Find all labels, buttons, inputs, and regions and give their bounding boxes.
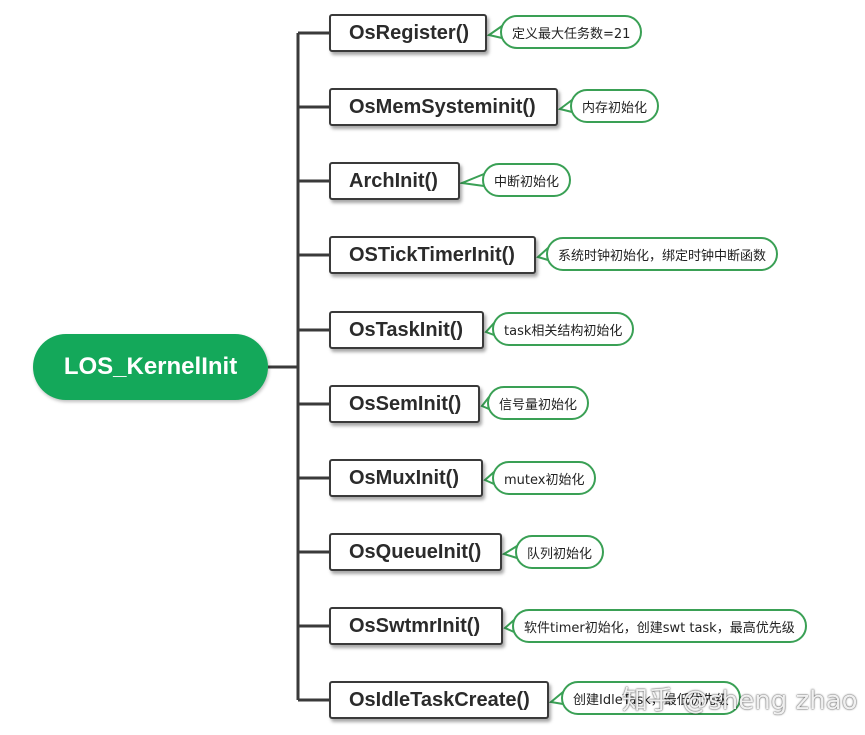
note-os-queue-init: 队列初始化 xyxy=(515,535,605,569)
node-os-sem-init: OsSemInit() xyxy=(329,385,480,423)
root-node: LOS_KernelInit xyxy=(33,334,268,400)
node-os-queue-init: OsQueueInit() xyxy=(329,533,502,571)
note-os-task-init: task相关结构初始化 xyxy=(492,312,635,346)
node-os-tick-timer-init: OSTickTimerInit() xyxy=(329,236,536,274)
note-tail xyxy=(548,691,564,705)
node-arch-init: ArchInit() xyxy=(329,162,460,200)
note-os-mux-init: mutex初始化 xyxy=(492,461,597,495)
note-os-mem-system-init: 内存初始化 xyxy=(570,89,660,123)
note-tail xyxy=(501,545,518,559)
note-tail xyxy=(483,471,495,485)
node-os-register: OsRegister() xyxy=(329,14,487,52)
node-os-mem-system-init: OsMemSysteminit() xyxy=(329,88,558,126)
note-tail xyxy=(557,99,573,113)
note-os-tick-timer-init: 系统时钟初始化，绑定时钟中断函数 xyxy=(546,237,779,271)
note-os-swtmr-init: 软件timer初始化，创建swt task，最高优先级 xyxy=(512,609,807,643)
note-tail xyxy=(536,247,549,261)
note-os-idle-task-create: 创建IdleTask，最低优先级 xyxy=(561,681,741,715)
node-os-swtmr-init: OsSwtmrInit() xyxy=(329,607,503,645)
root-label: LOS_KernelInit xyxy=(63,353,238,380)
note-os-sem-init: 信号量初始化 xyxy=(487,386,590,420)
watermark: 知乎 @sheng zhao xyxy=(622,686,858,716)
node-os-task-init: OsTaskInit() xyxy=(329,311,484,349)
note-tail xyxy=(486,25,503,39)
note-tail xyxy=(458,173,485,187)
note-os-register: 定义最大任务数=21 xyxy=(500,15,643,49)
node-os-idle-task-create: OsIdleTaskCreate() xyxy=(329,681,549,719)
note-arch-init: 中断初始化 xyxy=(482,163,572,197)
node-os-mux-init: OsMuxInit() xyxy=(329,459,483,497)
note-tail xyxy=(503,619,515,633)
